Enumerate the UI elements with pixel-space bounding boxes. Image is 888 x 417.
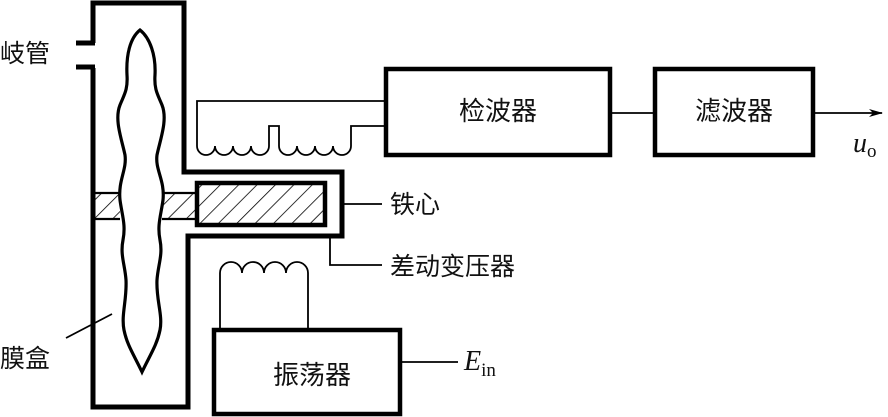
manifold-label: 岐管 [0,39,50,68]
filter-label: 滤波器 [695,97,773,127]
filter-block [652,66,816,158]
transformer-leader [329,237,382,266]
capsule-label: 膜盒 [0,344,50,373]
differential-transformer-label: 差动变压器 [390,252,515,281]
output-signal-label: uo [853,128,877,162]
secondary-coil [196,100,384,156]
oscillator-label: 振荡器 [273,361,351,391]
iron-core-label: 铁心 [390,190,440,219]
detector-block [383,66,613,158]
oscillator-block [211,327,403,417]
capsule-diaphragm [116,27,166,376]
capsule-leader [65,313,113,339]
housing-outline [90,0,345,410]
primary-coil [219,261,309,329]
iron-core [194,180,328,228]
connecting-rod [95,191,196,221]
input-signal-label: Ein [463,346,496,381]
detector-label: 检波器 [459,97,537,127]
